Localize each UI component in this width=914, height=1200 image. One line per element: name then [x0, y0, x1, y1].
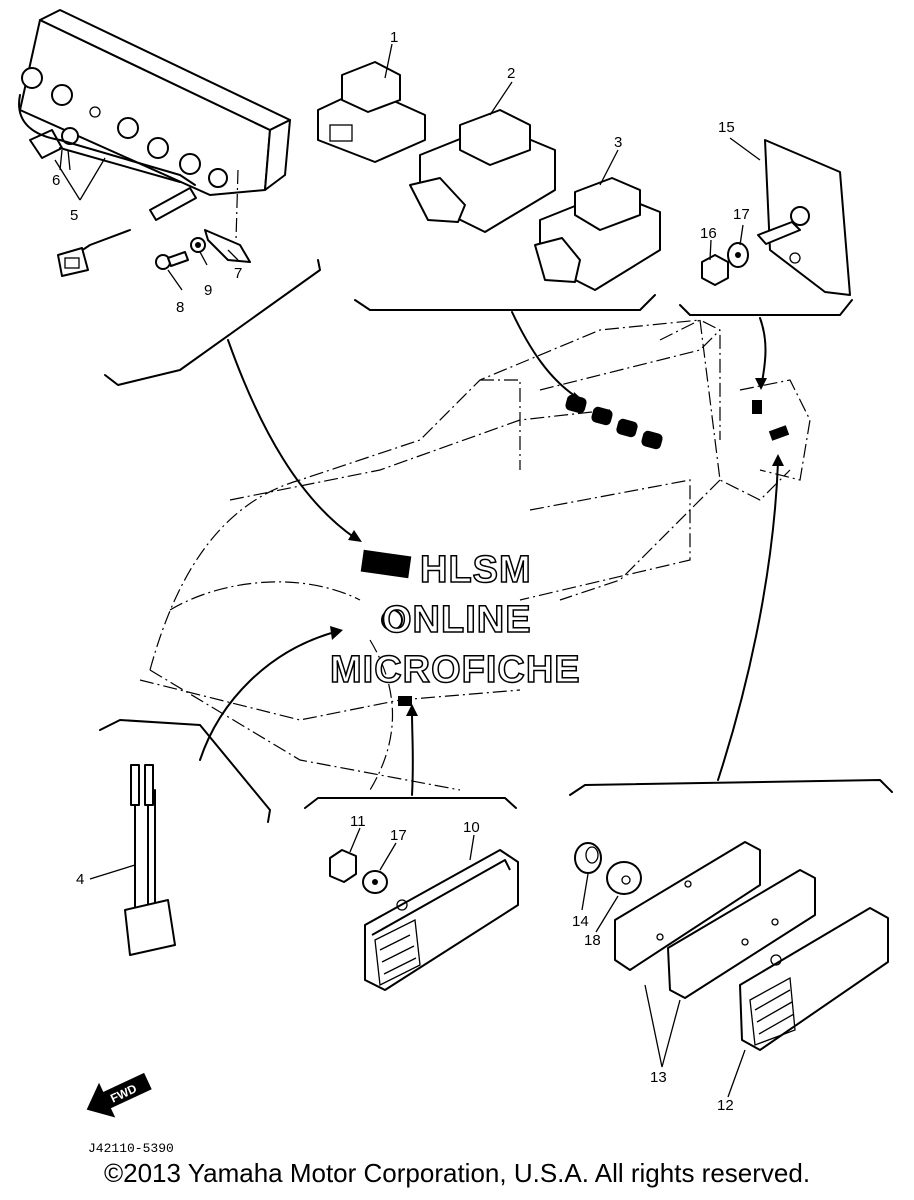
callout-12: 12 — [717, 1097, 734, 1114]
relay-3[interactable] — [534, 177, 661, 291]
diagram-code: J42110-5390 — [88, 1141, 174, 1156]
callout-11: 11 — [350, 813, 366, 830]
callout-numbers: 1 2 3 4 5 6 7 8 9 10 11 12 13 14 15 16 1… — [52, 29, 750, 1114]
indicator-panel[interactable] — [19, 9, 291, 196]
callout-4: 4 — [76, 871, 84, 888]
callout-17-lower: 17 — [390, 827, 407, 844]
forward-arrow: FWD — [86, 1072, 152, 1118]
washer-17-lower[interactable] — [362, 870, 388, 894]
watermark: HLSM ONLINE MICROFICHE — [329, 548, 581, 692]
washer-9[interactable] — [190, 237, 206, 253]
watermark-line-1: HLSM — [420, 549, 532, 591]
callout-9: 9 — [204, 282, 212, 299]
callout-18: 18 — [584, 932, 601, 949]
plate-13-b[interactable] — [667, 869, 816, 999]
wire-harness[interactable] — [18, 94, 197, 277]
callout-3: 3 — [614, 134, 622, 151]
callout-8: 8 — [176, 299, 184, 316]
watermark-line-3: MICROFICHE — [330, 649, 581, 691]
wire-lead-4[interactable] — [124, 764, 176, 956]
callout-7: 7 — [234, 265, 242, 282]
mount-bracket[interactable] — [204, 169, 251, 263]
screw-8[interactable] — [155, 251, 189, 270]
relay-1[interactable] — [317, 61, 426, 163]
callout-14: 14 — [572, 913, 589, 930]
copyright-notice: ©2013 Yamaha Motor Corporation, U.S.A. A… — [103, 1158, 811, 1188]
reflector-plate-15[interactable] — [757, 139, 851, 296]
callout-13: 13 — [650, 1069, 667, 1086]
relay-2[interactable] — [409, 109, 556, 233]
callout-leaders — [54, 43, 761, 1098]
watermark-line-2: ONLINE — [382, 599, 532, 641]
leader-arrows — [199, 311, 784, 796]
grommet-18[interactable] — [606, 861, 642, 895]
plate-13-a[interactable] — [614, 841, 761, 971]
bulb-socket[interactable] — [29, 127, 79, 159]
callout-6: 6 — [52, 172, 60, 189]
nut-16[interactable] — [701, 254, 729, 286]
nut-11[interactable] — [329, 849, 357, 883]
side-reflector-10[interactable] — [364, 849, 519, 991]
rear-reflector-12[interactable] — [739, 907, 889, 1051]
callout-17-upper: 17 — [733, 206, 750, 223]
spacer-14[interactable] — [574, 842, 602, 874]
callout-16: 16 — [700, 225, 717, 242]
meter-mount-mark — [360, 549, 412, 579]
callout-5: 5 — [70, 207, 78, 224]
callout-2: 2 — [507, 65, 515, 82]
callout-brackets — [99, 259, 893, 823]
callout-1: 1 — [390, 29, 398, 46]
vehicle-body-outline — [139, 319, 811, 791]
vehicle-mount-marks — [360, 394, 790, 706]
callout-15: 15 — [718, 119, 735, 136]
callout-10: 10 — [463, 819, 480, 836]
washer-17-upper[interactable] — [727, 242, 749, 268]
